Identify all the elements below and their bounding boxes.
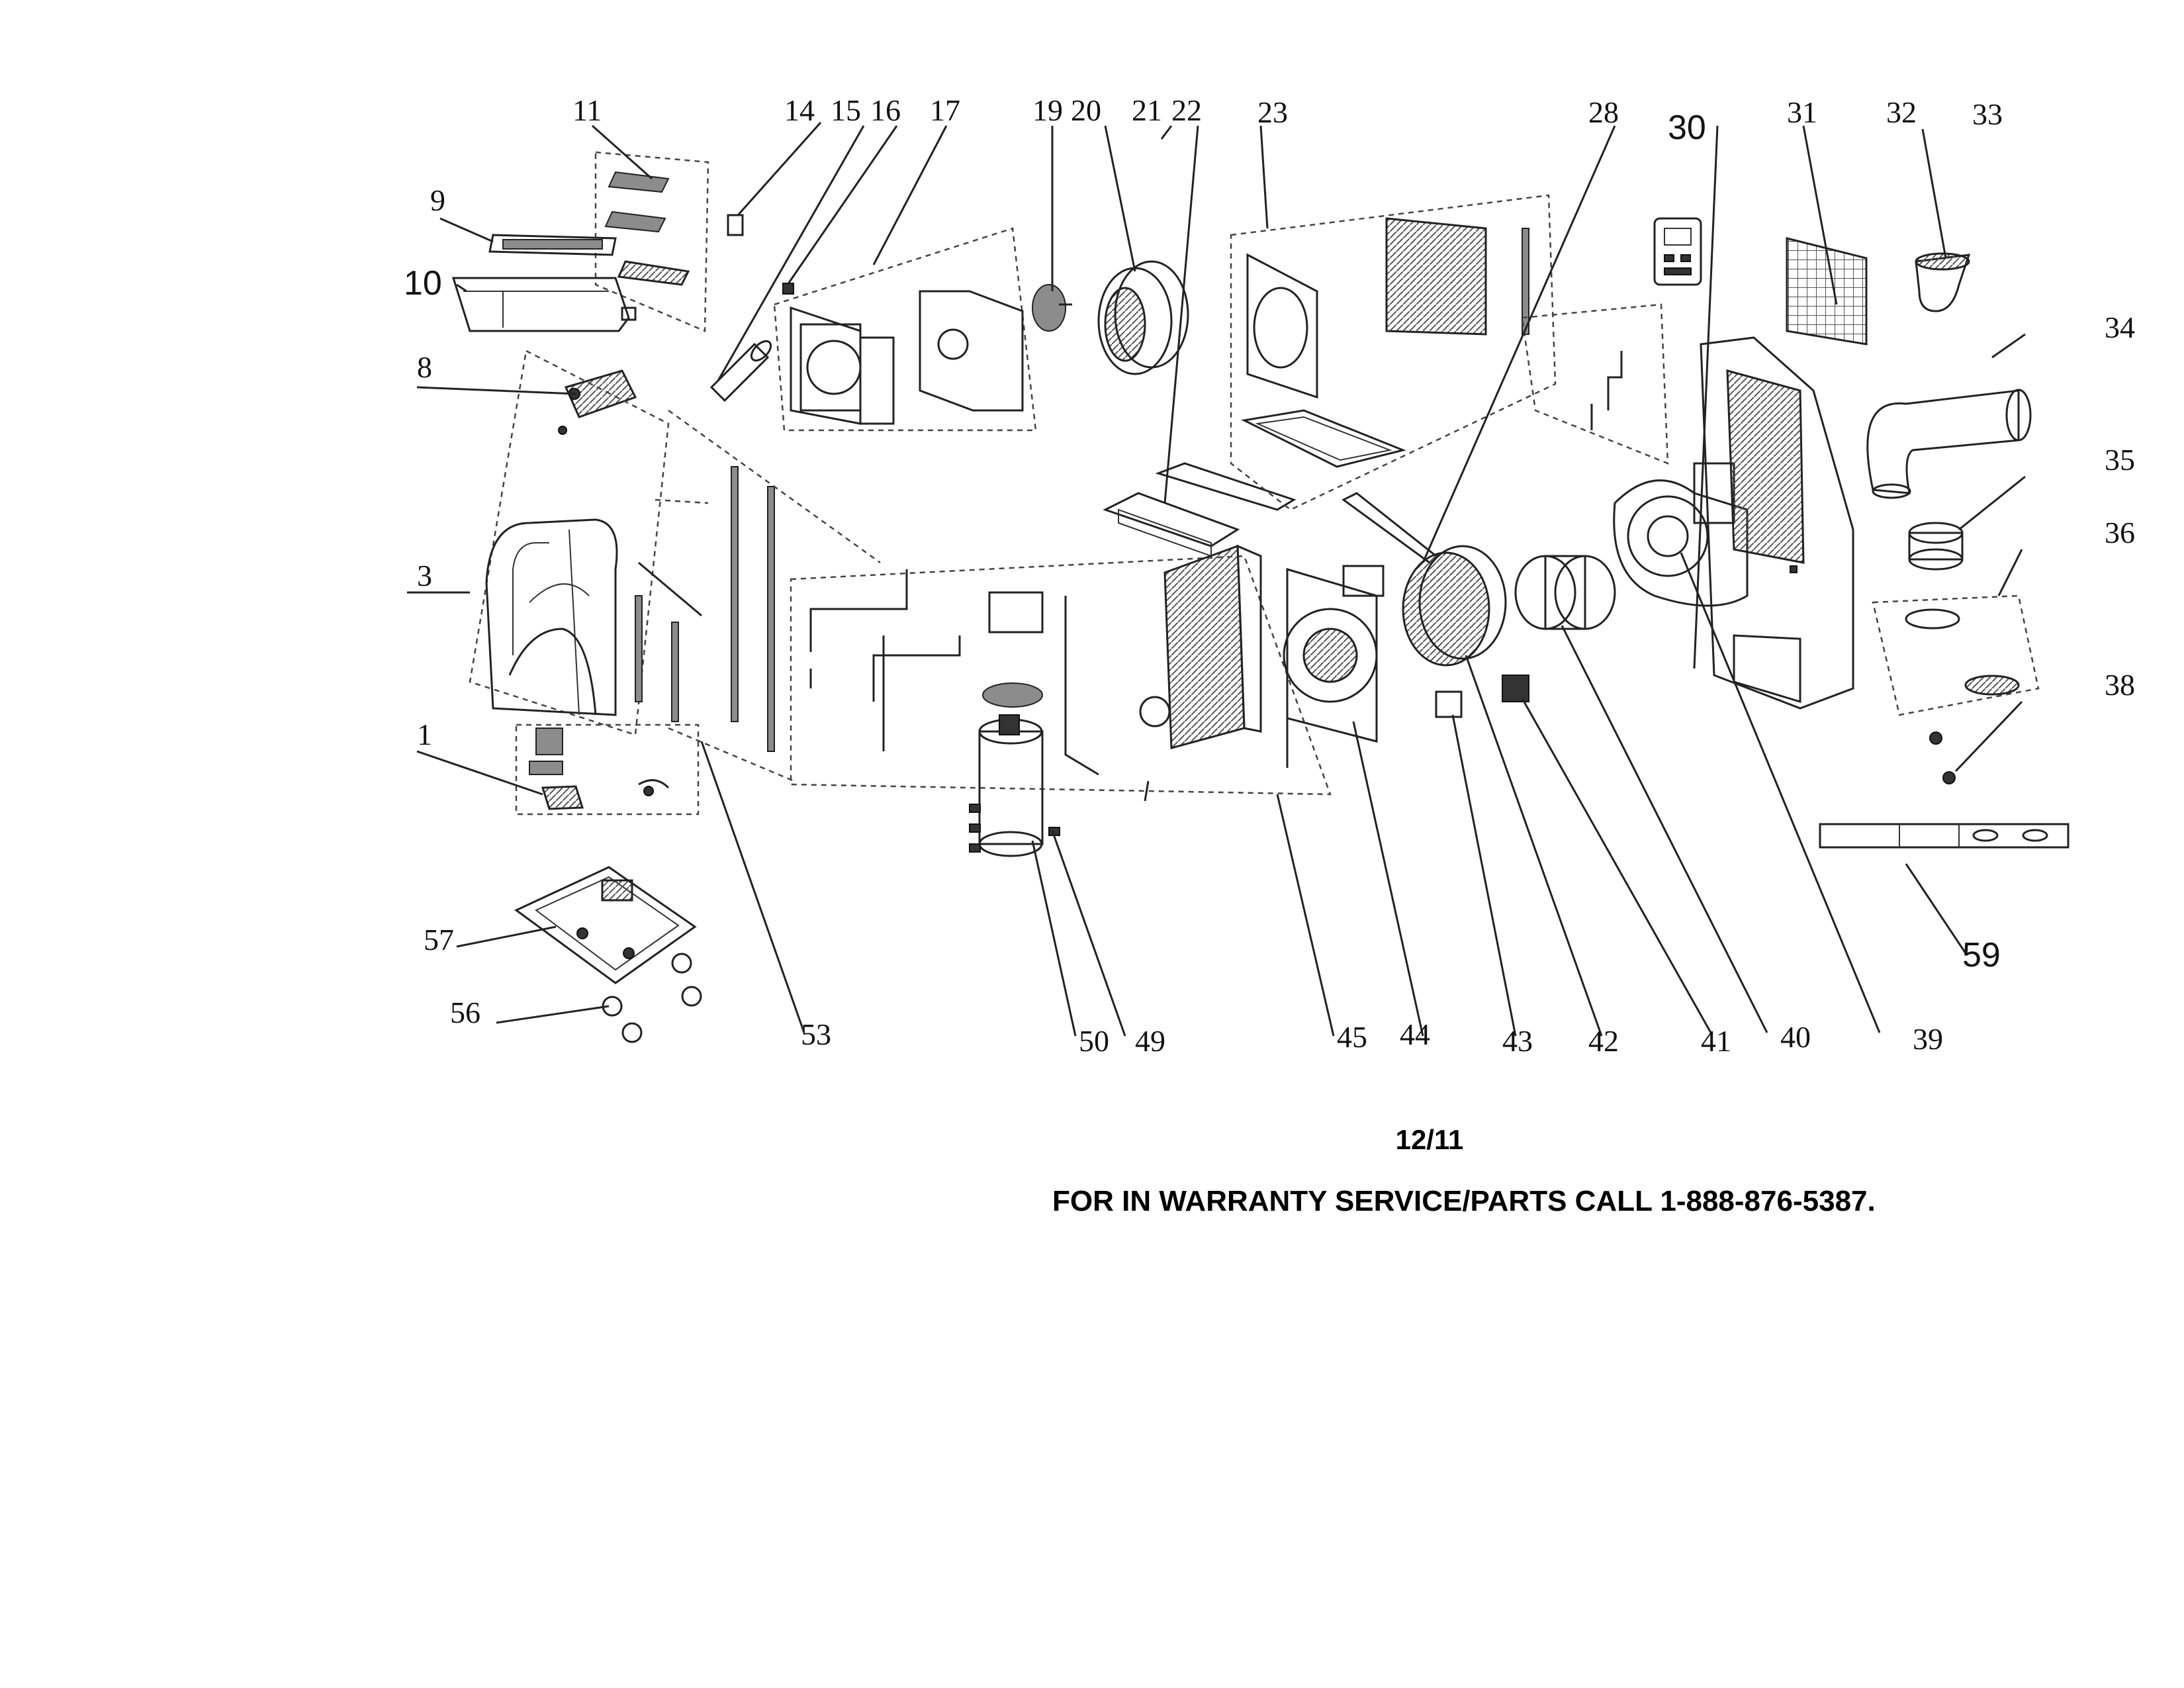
label-part-23: 23: [1257, 95, 1288, 129]
label-part-15: 15: [831, 93, 861, 127]
label-part-41: 41: [1701, 1024, 1731, 1058]
part-43-capacitor: [1435, 690, 1463, 718]
part-32-filter: [1786, 237, 1868, 346]
label-part-14: 14: [784, 93, 815, 127]
label-part-33: 33: [1972, 97, 2003, 131]
part-10-top-cover: [451, 277, 637, 332]
piping-assembly: [790, 555, 1332, 802]
part-56-casters: [602, 953, 702, 1043]
part-19-motor-hub: [1032, 284, 1072, 332]
label-part-31: 31: [1787, 95, 1817, 129]
label-part-40: 40: [1780, 1020, 1811, 1054]
part-41-fan-motor: [1514, 555, 1616, 630]
label-part-34: 34: [2105, 310, 2135, 344]
part-50-compressor-mounts: [969, 804, 1060, 853]
part-1-switch-assembly: [515, 724, 700, 816]
label-part-44: 44: [1400, 1017, 1430, 1051]
label-part-19: 19: [1032, 93, 1063, 127]
part-34-exhaust-hose: [1866, 389, 2032, 499]
label-part-16: 16: [870, 93, 901, 127]
part-20-blower-wheel: [1097, 260, 1189, 375]
part-42-fan-wheel: [1402, 545, 1507, 667]
part-14-clip: [727, 214, 744, 236]
label-part-22: 22: [1171, 93, 1202, 127]
part-38-screws: [1929, 731, 1956, 784]
part-30-remote-control: [1653, 217, 1702, 286]
label-part-21: 21: [1132, 93, 1162, 127]
label-part-9: 9: [430, 183, 445, 217]
label-part-3: 3: [417, 559, 432, 592]
label-part-32: 32: [1886, 95, 1917, 129]
part-23-evaporator-assembly: [1230, 194, 1557, 564]
part-3-front-panel: [469, 350, 670, 736]
label-part-49: 49: [1135, 1024, 1165, 1058]
label-part-10: 10: [404, 264, 442, 303]
date-code: 12/11: [1395, 1124, 1464, 1155]
label-part-56: 56: [450, 996, 480, 1029]
label-part-36: 36: [2105, 516, 2135, 549]
part-9-panel-strip: [488, 234, 617, 256]
part-57-base-pan: [514, 866, 697, 984]
part-15-tube: [709, 340, 772, 402]
label-part-43: 43: [1502, 1024, 1533, 1058]
label-part-11: 11: [572, 93, 602, 127]
part-45-condenser-coil: [1139, 544, 1289, 768]
leader-lines: [407, 122, 2026, 1037]
label-part-8: 8: [417, 350, 432, 384]
part-31-rear-cabinet: [1700, 336, 1854, 710]
part-28-bracket: [1521, 303, 1669, 465]
part-33-exhaust-adapter: [1915, 252, 1971, 312]
label-part-42: 42: [1588, 1024, 1619, 1058]
label-part-59: 59: [1962, 936, 2001, 974]
part-53-rails: [635, 409, 881, 782]
label-part-17: 17: [930, 93, 960, 127]
part-labels: 1 3 8 9 10 11 14 15 16 17 19 20 21 22 23…: [404, 93, 2135, 1058]
part-22-drain-tray: [1103, 492, 1240, 557]
label-part-38: 38: [2105, 668, 2135, 702]
part-11-louver-set: [594, 151, 709, 332]
warranty-service-note: FOR IN WARRANTY SERVICE/PARTS CALL 1-888…: [1052, 1185, 1876, 1217]
label-part-45: 45: [1337, 1020, 1367, 1054]
part-39-blower-housing: [1613, 462, 1749, 607]
label-part-39: 39: [1913, 1022, 1943, 1056]
part-8-control-panel: [558, 369, 637, 435]
part-59-window-kit: [1819, 823, 2070, 849]
label-part-28: 28: [1588, 95, 1619, 129]
part-40-switch: [1502, 675, 1529, 702]
label-part-30: 30: [1668, 109, 1706, 147]
part-21-drain-tray: [1155, 462, 1297, 511]
label-part-20: 20: [1071, 93, 1101, 127]
label-part-35: 35: [2105, 443, 2135, 477]
label-part-57: 57: [424, 923, 454, 957]
label-part-50: 50: [1079, 1024, 1109, 1058]
part-36-window-plate: [1872, 594, 2040, 716]
part-49-compressor: [978, 591, 1044, 857]
part-17-fan-housing: [773, 227, 1037, 432]
label-part-53: 53: [801, 1017, 831, 1051]
part-35-hose-connector: [1908, 522, 1964, 571]
label-part-1: 1: [417, 718, 432, 751]
part-44-fan-shroud: [1283, 565, 1385, 743]
